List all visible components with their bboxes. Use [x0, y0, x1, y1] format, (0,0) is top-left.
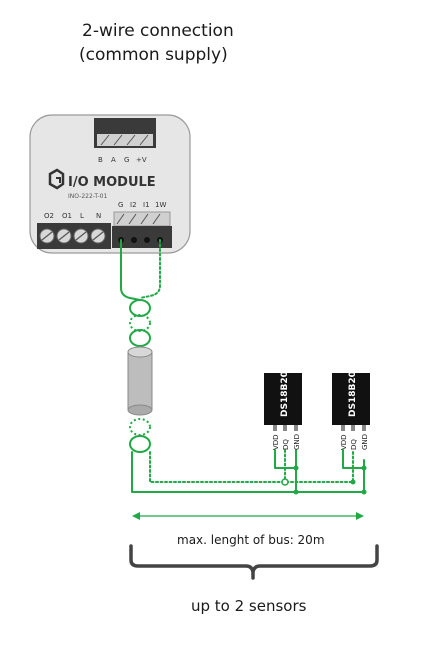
arrow-right-icon	[356, 512, 364, 520]
top-terminal-block	[94, 118, 156, 148]
sensor-group-bracket	[129, 544, 379, 580]
dq-bus-line	[149, 449, 354, 483]
sensor2-dq-node	[350, 479, 356, 485]
cable-sleeve	[127, 346, 153, 416]
sensor2-pin-vdd: VDD	[340, 434, 348, 450]
sensor1-pin-dq: DQ	[282, 439, 290, 450]
top-terminal-label-v: +V	[136, 156, 147, 164]
bus-wiring	[120, 239, 367, 495]
sensor-count-label: up to 2 sensors	[191, 597, 307, 615]
bottom-left-label-o2: O2	[44, 212, 54, 220]
module-part-number: INO-222-T-01	[68, 193, 107, 200]
title-line-1: 2-wire connection	[82, 21, 234, 41]
bottom-left-label-o1: O1	[62, 212, 72, 220]
top-terminal-label-g: G	[124, 156, 129, 164]
data-wire-upper	[139, 239, 161, 299]
bottom-right-label-1w: 1W	[155, 201, 166, 209]
bottom-right-terminal-block	[112, 211, 172, 248]
sensor-1: DS18B20 VDD DQ GND	[264, 371, 302, 450]
sensor2-chip	[332, 373, 370, 425]
bottom-right-label-i2: I2	[130, 201, 137, 209]
bottom-left-label-n: N	[96, 212, 101, 220]
sensor2-gnd-node	[361, 489, 367, 495]
sensor1-pin-gnd: GND	[293, 434, 301, 450]
top-terminal-screws	[97, 134, 153, 146]
bottom-left-label-l: L	[80, 212, 84, 220]
twisted-pair-lower	[129, 418, 151, 453]
sensor2-pin-dq: DQ	[350, 439, 358, 450]
io-module: B A G +V I/O MODULE INO-222-T-01 O2 O1 L…	[29, 114, 191, 254]
top-terminal-label-b: B	[98, 156, 103, 164]
sensor1-dq-node	[281, 478, 289, 486]
sensor-2: DS18B20 VDD DQ GND	[332, 371, 370, 450]
sensor1-pin-vdd: VDD	[272, 434, 280, 450]
title-line-2: (common supply)	[79, 45, 228, 65]
top-terminal-label-a: A	[111, 156, 116, 164]
bus-length-label: max. lenght of bus: 20m	[177, 533, 325, 547]
sensor1-chip-label: DS18B20	[280, 371, 290, 417]
twisted-pair-upper	[129, 299, 151, 347]
arrow-left-icon	[132, 512, 140, 520]
bottom-right-label-i1: I1	[143, 201, 150, 209]
gnd-wire-upper	[120, 239, 141, 301]
sensor2-chip-label: DS18B20	[348, 371, 358, 417]
module-name: I/O MODULE	[68, 175, 156, 190]
sensor2-vdd-gnd-jumper	[342, 449, 365, 469]
sensor1-gnd-node	[293, 489, 299, 495]
bus-length-arrow	[132, 512, 364, 520]
brand-logo-icon	[48, 168, 65, 190]
bottom-right-label-g: G	[118, 201, 123, 209]
sensor2-pin-gnd: GND	[361, 434, 369, 450]
gnd-bus-line	[131, 451, 365, 493]
bottom-left-terminal-block	[37, 223, 111, 249]
sensor1-chip	[264, 373, 302, 425]
